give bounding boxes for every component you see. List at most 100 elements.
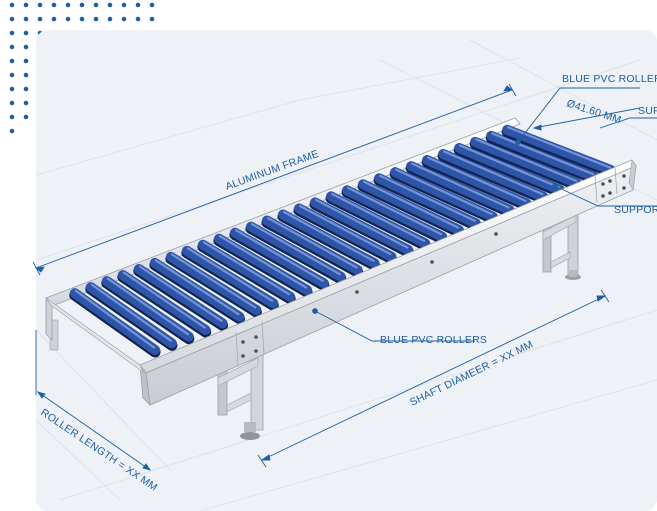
decorative-dot — [51, 16, 57, 22]
decorative-dot — [23, 114, 29, 120]
support-right-label: SUPPORT — [614, 204, 657, 216]
roller-highlight — [330, 192, 426, 242]
bolt — [494, 232, 498, 236]
roller-highlight — [170, 253, 257, 309]
roller-highlight — [250, 223, 341, 276]
roller-highlight — [459, 144, 561, 189]
decorative-dot — [23, 16, 29, 22]
decorative-dot — [9, 128, 15, 134]
dimension-lines — [32, 83, 657, 471]
bolt — [622, 186, 626, 190]
frame-bolts — [241, 174, 626, 358]
roller-highlight — [394, 168, 493, 216]
bolt — [241, 340, 245, 344]
roller — [149, 257, 245, 322]
roller — [101, 276, 194, 342]
support-top-label: SUP — [638, 105, 657, 117]
bolt — [608, 191, 612, 195]
roller — [358, 179, 464, 235]
roller — [326, 191, 431, 249]
roller-highlight — [154, 259, 240, 316]
bolt — [254, 349, 258, 353]
decorative-dot — [51, 2, 57, 8]
roller — [133, 263, 228, 329]
bolt — [608, 179, 612, 183]
roller-highlight — [138, 265, 223, 322]
decorative-dot — [9, 72, 15, 78]
roller — [69, 288, 161, 355]
roller-highlight — [202, 241, 291, 296]
roller — [294, 203, 397, 262]
decorative-dot — [23, 100, 29, 106]
decorative-dot — [79, 16, 85, 22]
decorative-dot — [9, 2, 15, 8]
roller — [454, 142, 566, 195]
bolt — [254, 335, 258, 339]
roller-highlight — [106, 277, 189, 336]
roller — [165, 251, 262, 315]
roller-highlight — [234, 229, 325, 282]
decorative-dot — [23, 86, 29, 92]
roller-highlight — [378, 174, 476, 222]
bolt — [430, 260, 434, 264]
roller-highlight — [314, 198, 409, 249]
blue-pvc-rollers-middle-label: BLUE PVC ROLLERS — [380, 334, 487, 346]
decorative-dot — [149, 2, 155, 8]
roller — [197, 239, 296, 302]
roller — [502, 124, 616, 175]
roller — [245, 221, 346, 282]
roller — [181, 245, 279, 309]
roller — [406, 161, 515, 215]
roller — [390, 167, 498, 222]
decorative-dot — [93, 2, 99, 8]
roller-highlight — [491, 132, 595, 176]
decorative-dot — [121, 16, 127, 22]
front-side-rail — [45, 159, 637, 407]
roller-highlight — [475, 138, 578, 182]
decorative-dot — [93, 16, 99, 22]
roller-highlight — [122, 271, 206, 329]
decorative-dot — [23, 72, 29, 78]
roller-highlight — [282, 210, 375, 262]
roller-highlight — [346, 186, 443, 236]
roller-highlight — [427, 156, 527, 202]
roller-set — [69, 124, 617, 358]
bolt — [622, 174, 626, 178]
roller-highlight — [411, 162, 510, 209]
roller-highlight — [507, 126, 612, 169]
roller-highlight — [74, 289, 156, 349]
decorative-dot — [107, 16, 113, 22]
roller-highlight — [298, 204, 392, 256]
decorative-dot — [149, 16, 155, 22]
roller — [277, 209, 380, 269]
roller-highlight — [218, 235, 308, 289]
roller-highlight — [90, 283, 173, 342]
decorative-dot — [9, 114, 15, 120]
roller — [342, 185, 448, 242]
decorative-dot — [23, 44, 29, 50]
decorative-dot — [23, 58, 29, 64]
decorative-dot — [23, 2, 29, 8]
roller — [117, 270, 211, 335]
decorative-dot — [135, 2, 141, 8]
decorative-dot — [9, 58, 15, 64]
roller — [374, 173, 481, 229]
decorative-dot — [9, 30, 15, 36]
blue-pvc-rollers-top-label: BLUE PVC ROLLERS — [562, 73, 657, 85]
decorative-dot — [9, 16, 15, 22]
bolt — [601, 194, 605, 198]
floor-grid — [35, 39, 657, 511]
decorative-dot — [121, 2, 127, 8]
roller-highlight — [186, 247, 274, 302]
decorative-dot — [65, 2, 71, 8]
decorative-dot-grid — [9, 2, 155, 134]
roller-highlight — [266, 216, 358, 269]
bolt — [355, 290, 359, 294]
decorative-dot — [23, 30, 29, 36]
decorative-dot — [37, 2, 43, 8]
decorative-dot — [9, 86, 15, 92]
decorative-dot — [107, 2, 113, 8]
roller-highlight — [362, 180, 460, 229]
bolt — [241, 354, 245, 358]
roller — [229, 227, 329, 289]
